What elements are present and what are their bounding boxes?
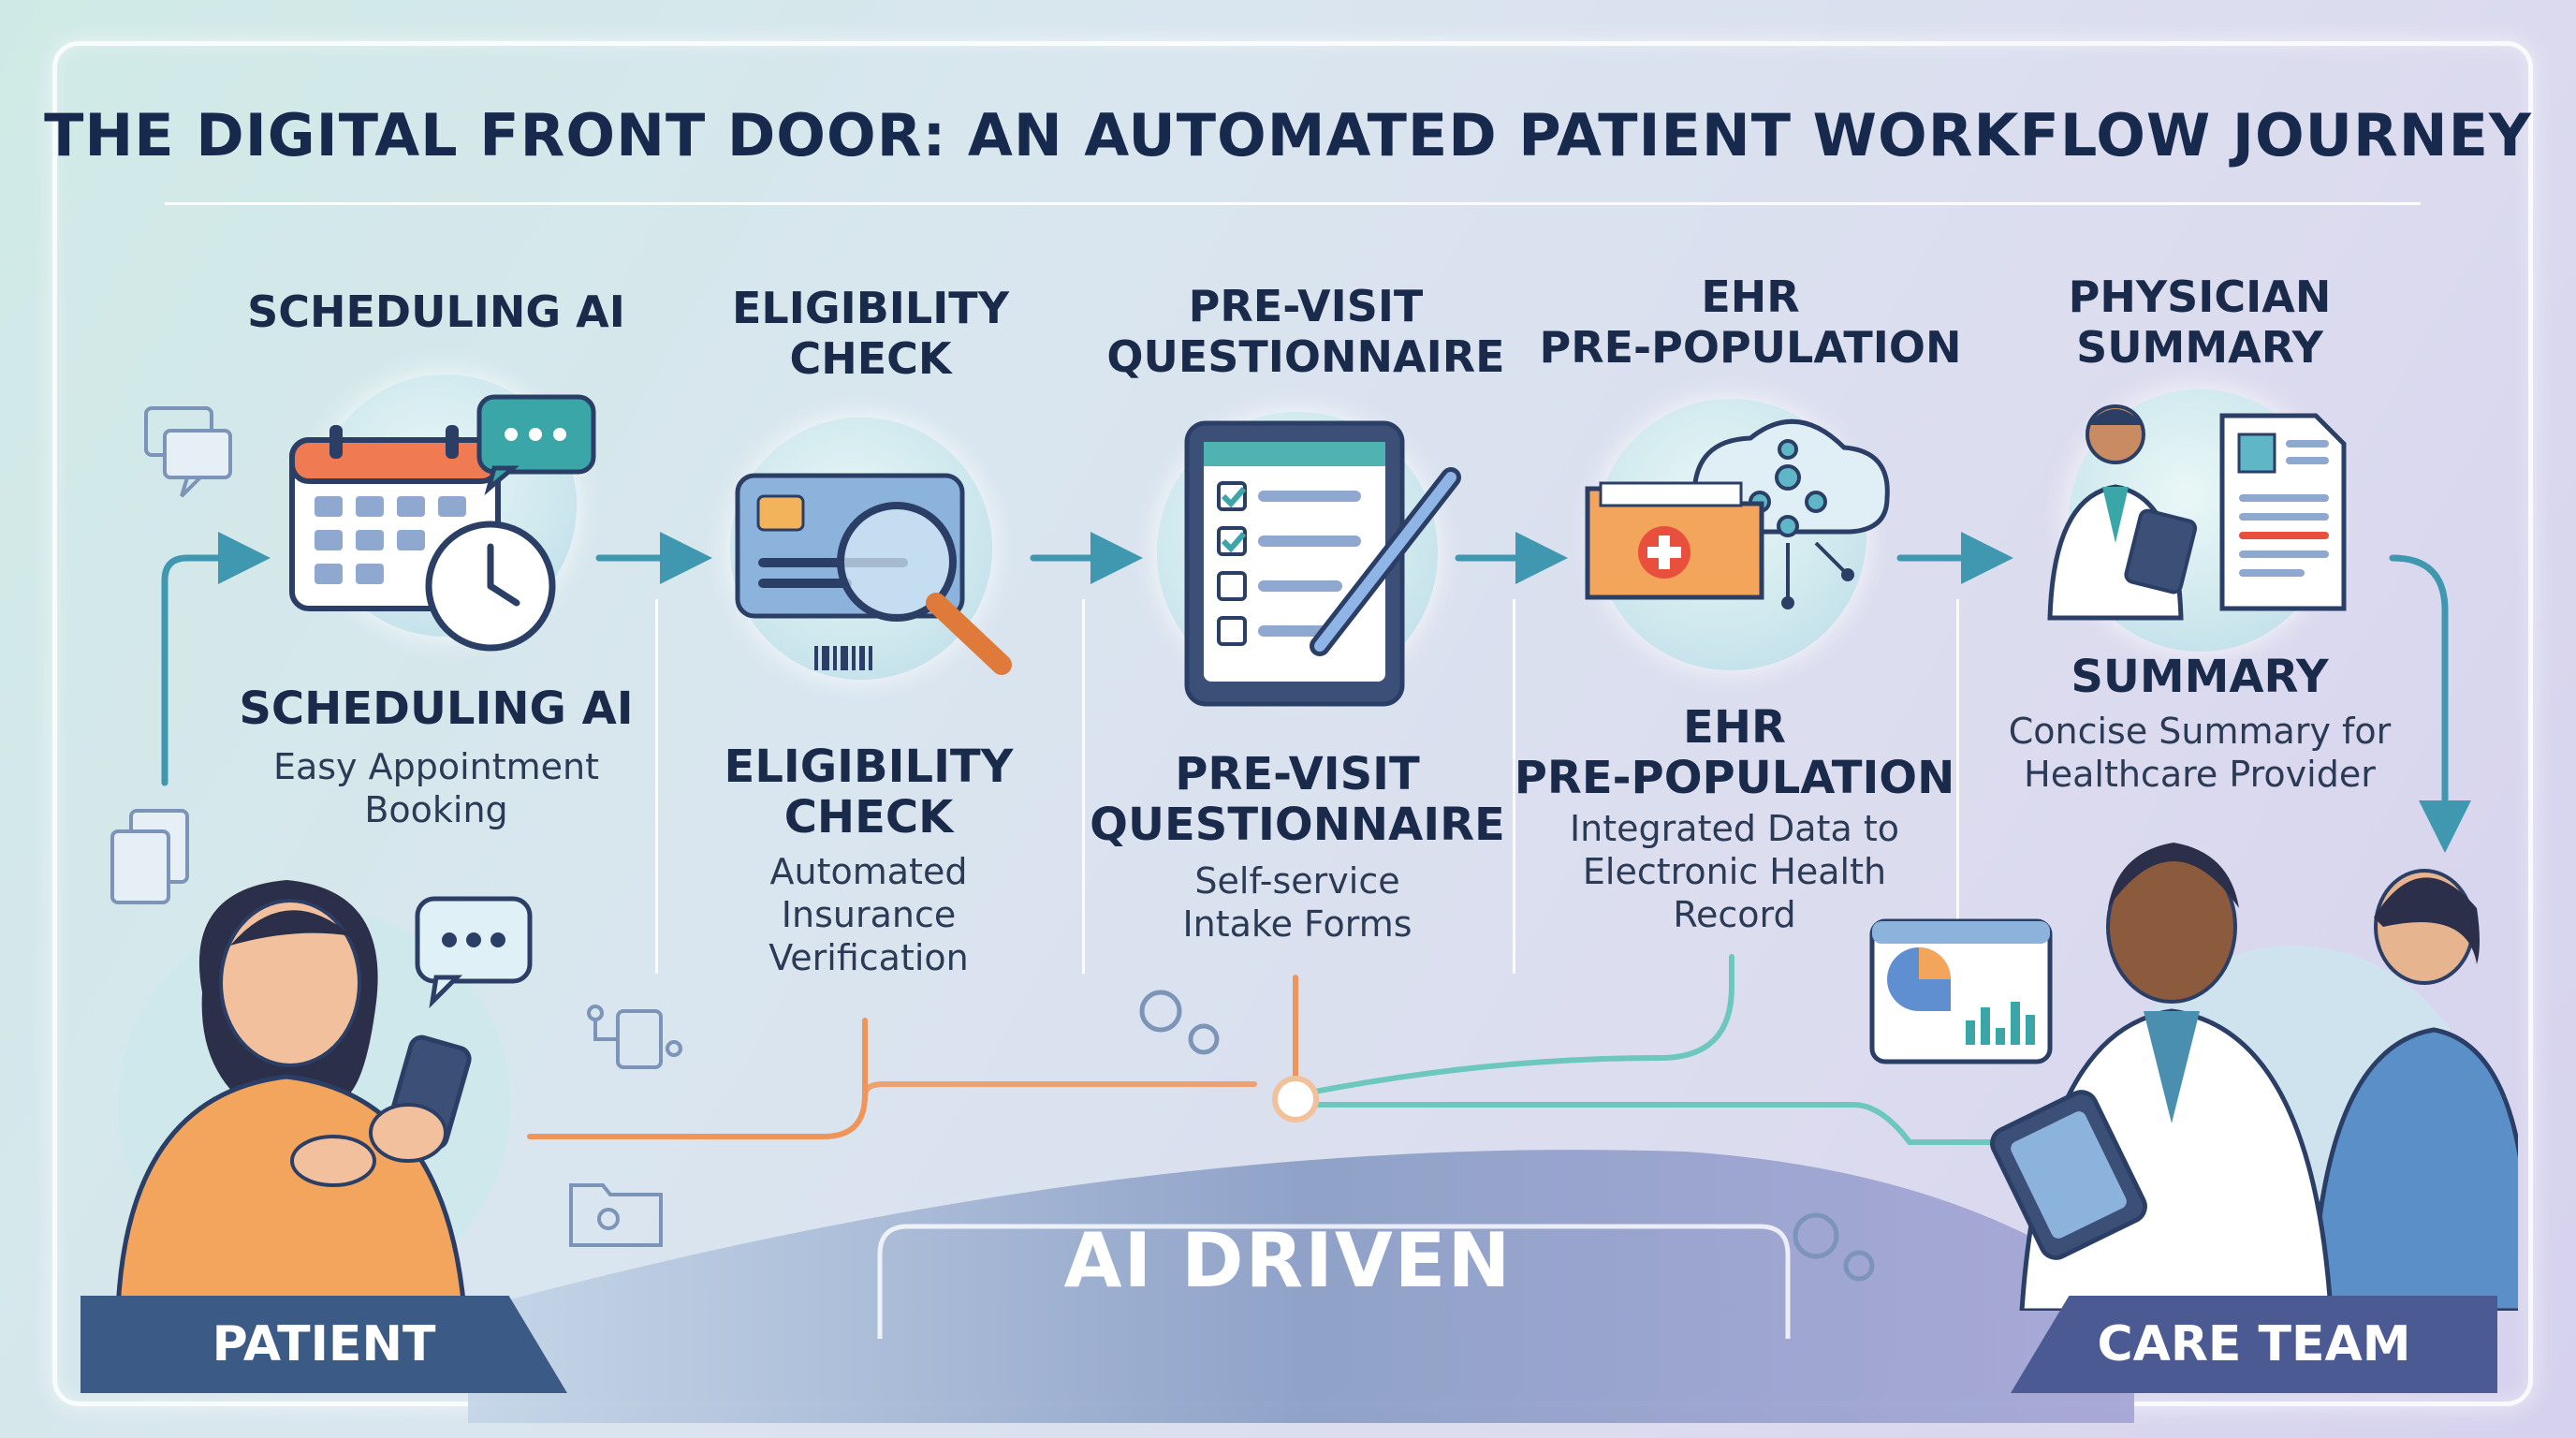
folder-gear-icon [569,1183,663,1247]
stage-name-summary: SUMMARY [2071,651,2329,703]
stage-desc-eligibility: Automated Insurance Verification [768,851,969,978]
title-divider [165,202,2421,205]
stage-name-scheduling: SCHEDULING AI [239,682,634,735]
column-divider [1082,599,1085,974]
stage-name-eligibility: ELIGIBILITY CHECK [724,741,1014,844]
patient-illustration [115,880,533,1311]
patient-badge: PATIENT [80,1296,567,1393]
physician-document-icon [2047,404,2347,621]
column-divider [655,599,658,974]
stage-name-previsit: PRE-VISIT QUESTIONNAIRE [1090,748,1505,851]
care-team-illustration [1869,843,2518,1311]
workflow-doc-icon [587,1005,682,1069]
page-title: THE DIGITAL FRONT DOOR: AN AUTOMATED PAT… [44,101,2532,169]
ai-driven-label: AI DRIVEN [1063,1217,1513,1304]
stage-header-ehr: EHR PRE-POPULATION [1539,271,1962,373]
stage-header-eligibility: ELIGIBILITY CHECK [731,283,1009,384]
column-divider [1956,599,1959,974]
stage-desc-summary: Concise Summary for Healthcare Provider [2008,711,2392,795]
documents-icon [110,809,189,904]
stage-desc-ehr: Integrated Data to Electronic Health Rec… [1569,808,1900,935]
stage-header-previsit: PRE-VISIT QUESTIONNAIRE [1106,281,1505,382]
stage-name-ehr: EHR PRE-POPULATION [1514,701,1955,804]
ai-driven-wave [468,1150,2134,1423]
care-team-badge: CARE TEAM [2011,1296,2497,1393]
chat-windows-icon [144,406,232,498]
tablet-form-icon [1184,420,1461,707]
stage-desc-previsit: Self-service Intake Forms [1182,860,1412,945]
column-divider [1513,599,1515,974]
insurance-card-icon [735,473,1012,675]
gears-icon-right [1793,1212,1875,1282]
ehr-folder-cloud-icon [1585,418,1890,609]
stage-desc-scheduling: Easy Appointment Booking [272,746,600,830]
calendar-clock-icon [289,394,596,652]
stage-header-scheduling: SCHEDULING AI [247,286,625,337]
stage-header-physician: PHYSICIAN SUMMARY [2068,271,2332,373]
gears-icon [1139,990,1220,1055]
